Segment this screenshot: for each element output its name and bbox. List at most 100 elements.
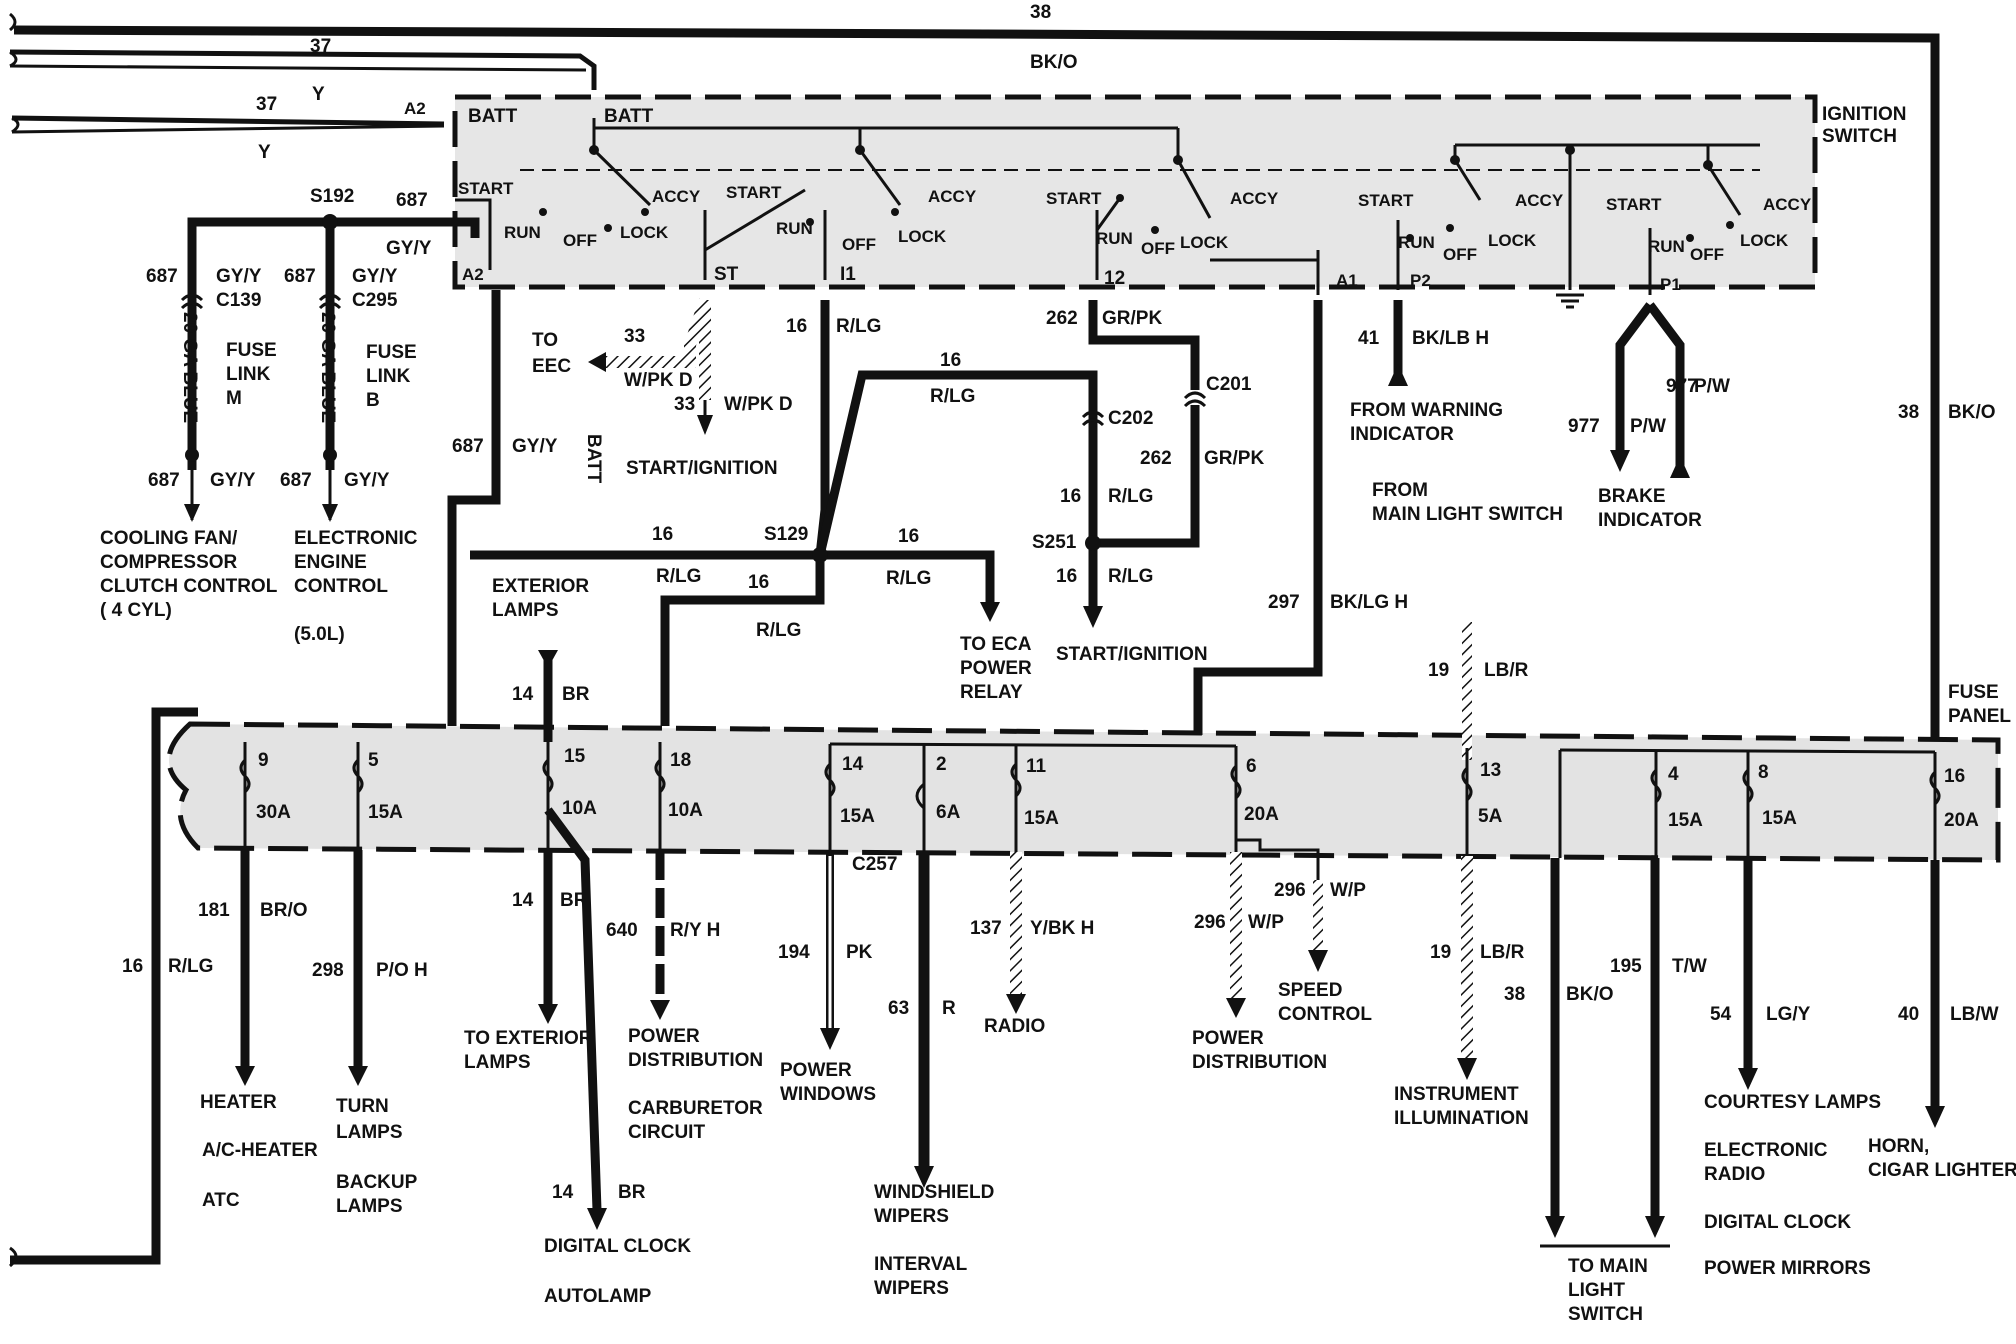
svg-text:ILLUMINATION: ILLUMINATION <box>1394 1108 1529 1129</box>
svg-text:INTERVAL: INTERVAL <box>874 1254 968 1275</box>
wire-687-left-a: 687 <box>146 266 178 287</box>
svg-text:LOCK: LOCK <box>898 227 947 246</box>
wire-37a-number: 37 <box>310 36 331 57</box>
svg-text:ACCY: ACCY <box>1763 195 1812 214</box>
svg-text:START: START <box>726 183 782 202</box>
batt-vertical: BATT <box>583 434 604 484</box>
output-courtesy: 54 LG/Y COURTESY LAMPS ELECTRONIC RADIO … <box>1704 858 1881 1279</box>
s129-label: S129 <box>764 524 808 545</box>
svg-text:RUN: RUN <box>1648 237 1685 256</box>
svg-text:8: 8 <box>1758 762 1769 783</box>
svg-text:RUN: RUN <box>1398 233 1435 252</box>
svg-text:R/Y H: R/Y H <box>670 920 720 941</box>
from-warning-label: FROM WARNING INDICATOR <box>1350 400 1508 445</box>
s192-label: S192 <box>310 186 354 207</box>
svg-text:OFF: OFF <box>842 235 876 254</box>
svg-text:14: 14 <box>842 754 864 775</box>
output-horn: 40 LB/W HORN, CIGAR LIGHTER <box>1868 860 2016 1181</box>
svg-text:14: 14 <box>512 890 534 911</box>
top-wires <box>9 12 1940 740</box>
switch-contact-dots <box>539 145 1734 242</box>
svg-text:195: 195 <box>1610 956 1642 977</box>
switch-group-4: START RUN OFF LOCK ACCY <box>1358 191 1564 264</box>
wire-16-s251: 16 <box>1056 566 1077 587</box>
wire-37b-number: 37 <box>256 94 277 115</box>
start-ignition-label: START/IGNITION <box>626 458 778 479</box>
gy-y-mid: GY/Y <box>512 436 558 457</box>
svg-text:296: 296 <box>1274 880 1306 901</box>
gy-y-left-a: GY/Y <box>216 266 262 287</box>
terminal-st: ST <box>714 264 739 285</box>
switch-group-2: START RUN OFF LOCK ACCY <box>726 183 977 254</box>
connector-marks <box>180 293 1207 427</box>
c202-label: C202 <box>1108 408 1153 429</box>
wire-297: 297 <box>1268 592 1300 613</box>
svg-text:11: 11 <box>1026 756 1047 777</box>
svg-text:181: 181 <box>198 900 230 921</box>
terminal-a1: A1 <box>1336 271 1358 290</box>
svg-text:HORN,: HORN, <box>1868 1136 1929 1157</box>
terminal-p2: P2 <box>1410 271 1431 290</box>
svg-text:640: 640 <box>606 920 638 941</box>
svg-text:9: 9 <box>258 750 269 771</box>
wire-687-top: 687 <box>396 190 428 211</box>
output-speed-control: 296 W/P SPEED CONTROL <box>1274 880 1372 1025</box>
svg-text:38: 38 <box>1504 984 1525 1005</box>
wire-16-i1: 16 <box>786 316 807 337</box>
svg-text:LB/R: LB/R <box>1480 942 1525 963</box>
c139-label: C139 <box>216 290 261 311</box>
svg-text:DISTRIBUTION: DISTRIBUTION <box>1192 1052 1327 1073</box>
exterior-lamps-label: EXTERIOR LAMPS <box>492 576 594 621</box>
output-instrument: 19 LB/R INSTRUMENT ILLUMINATION <box>1394 856 1529 1129</box>
gr-pk-a: GR/PK <box>1102 308 1162 329</box>
svg-text:18: 18 <box>670 750 691 771</box>
wire-38-right: 38 <box>1898 402 1919 423</box>
svg-text:Y/BK H: Y/BK H <box>1030 918 1094 939</box>
lb-r-top: LB/R <box>1484 660 1529 681</box>
svg-text:COURTESY LAMPS: COURTESY LAMPS <box>1704 1092 1881 1113</box>
wire-37-color-a: Y <box>312 84 325 105</box>
output-left-16: 16 R/LG <box>8 707 213 1268</box>
output-power-distribution: 640 R/Y H POWER DISTRIBUTION CARBURETOR … <box>606 850 763 1143</box>
ignition-switch-label: IGNITION SWITCH <box>1822 104 1912 147</box>
svg-text:ACCY: ACCY <box>652 187 701 206</box>
wire-687-low-b: 687 <box>280 470 312 491</box>
svg-text:LOCK: LOCK <box>1488 231 1537 250</box>
wire-16-top: 16 <box>940 350 961 371</box>
svg-text:C257: C257 <box>852 854 897 875</box>
to-eec-label: TO EEC <box>532 330 571 377</box>
svg-text:ELECTRONIC: ELECTRONIC <box>1704 1140 1828 1161</box>
svg-text:296: 296 <box>1194 912 1226 933</box>
arrow-to-eec <box>588 352 606 372</box>
fuse-4: 4 15A <box>1650 750 1703 858</box>
r-lg-top: R/LG <box>930 386 975 407</box>
switch-group-5: START RUN OFF LOCK ACCY <box>1606 195 1812 264</box>
batt-label-2: BATT <box>604 106 654 127</box>
svg-text:DIGITAL CLOCK: DIGITAL CLOCK <box>544 1236 691 1257</box>
svg-text:63: 63 <box>888 998 909 1019</box>
fuse-9: 9 30A <box>239 742 291 850</box>
c295-label: C295 <box>352 290 398 311</box>
svg-text:TO EXTERIOR: TO EXTERIOR <box>464 1028 593 1049</box>
svg-text:5: 5 <box>368 750 379 771</box>
svg-text:194: 194 <box>778 942 810 963</box>
wire-33-a: 33 <box>624 326 645 347</box>
fuse-link-m: FUSE LINK M <box>226 340 282 409</box>
fuse-5: 5 15A <box>352 742 403 850</box>
svg-text:POWER: POWER <box>780 1060 852 1081</box>
svg-text:P/O H: P/O H <box>376 960 428 981</box>
svg-text:10A: 10A <box>562 798 597 819</box>
bk-lg-h: BK/LG H <box>1330 592 1408 613</box>
svg-text:137: 137 <box>970 918 1002 939</box>
r-lg-s129-a: R/LG <box>656 566 701 587</box>
arrow-start-ignition-2 <box>1083 606 1103 628</box>
wire-977-a: 977 <box>1666 376 1698 397</box>
svg-text:WIPERS: WIPERS <box>874 1206 949 1227</box>
fuse-link-b: FUSE LINK B <box>366 342 422 411</box>
fuse-panel-box <box>166 721 2001 863</box>
svg-text:R: R <box>942 998 956 1019</box>
svg-text:OFF: OFF <box>1443 245 1477 264</box>
svg-text:5A: 5A <box>1478 806 1503 827</box>
fuse-16: 16 20A <box>1929 752 1979 860</box>
svg-text:DISTRIBUTION: DISTRIBUTION <box>628 1050 763 1071</box>
